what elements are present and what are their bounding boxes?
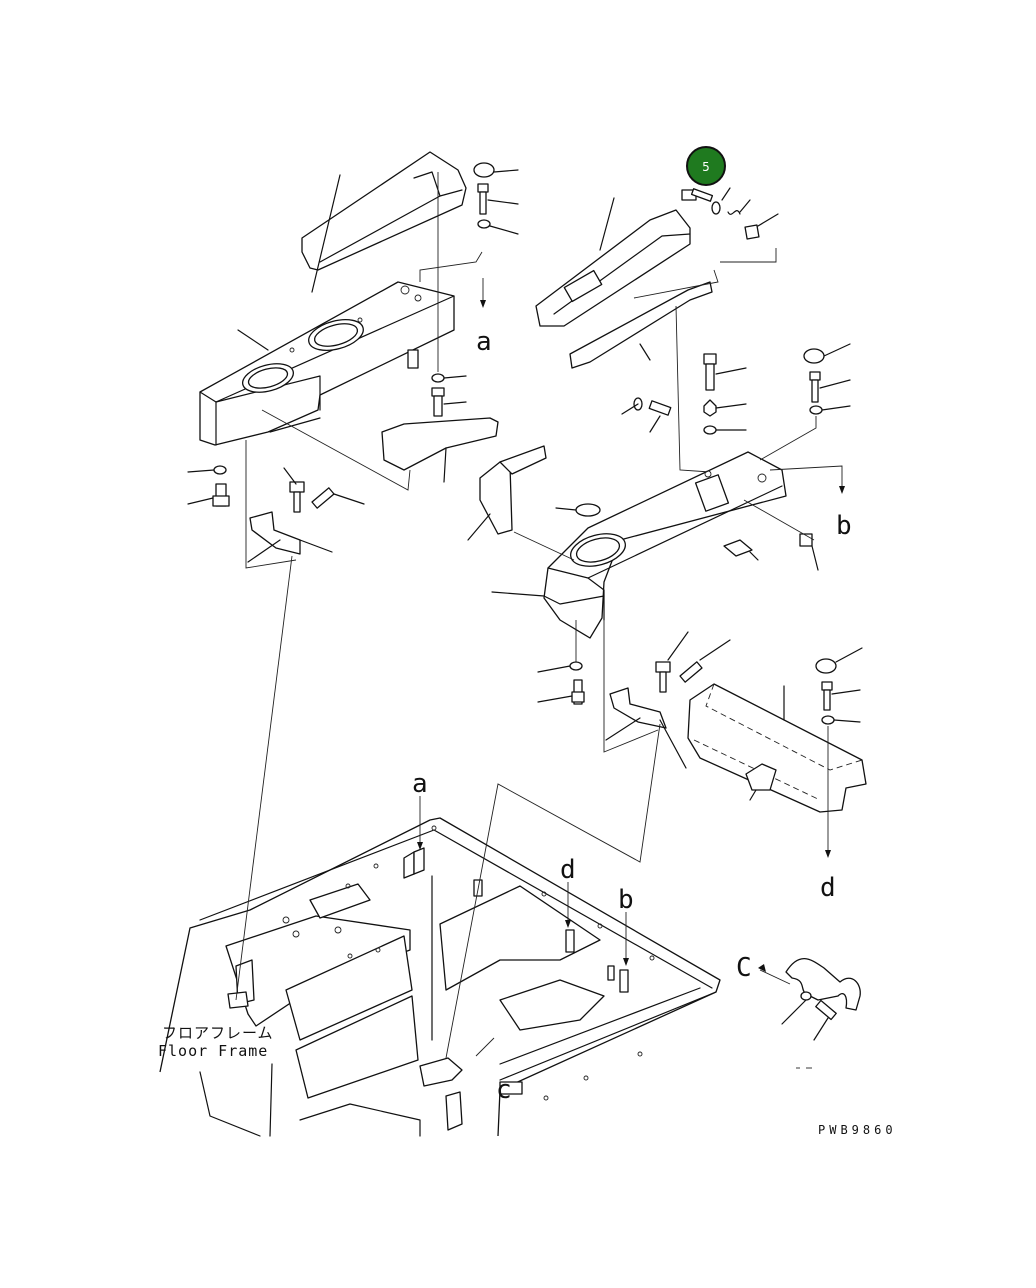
- ref-letter-d-right: d: [820, 873, 836, 903]
- detail-c-part: [758, 958, 861, 1069]
- right-console-lower-hardware: [537, 620, 731, 769]
- right-top-bracket: [569, 248, 777, 473]
- callout-5-circle[interactable]: [686, 146, 726, 186]
- ref-letter-a-floor: a: [412, 769, 428, 799]
- left-console-hardware: [187, 373, 467, 507]
- ref-letter-d-floor: d: [560, 855, 576, 885]
- floor-frame-label-jp: フロアフレーム: [162, 1024, 274, 1042]
- floor-frame-guide-lines: [235, 555, 661, 1059]
- ref-letter-C-detail: C: [736, 953, 752, 983]
- ref-letter-b-right: b: [836, 511, 852, 541]
- right-side-plate: [467, 445, 575, 561]
- left-top-cover: [301, 151, 467, 293]
- floor-frame: [159, 817, 721, 1137]
- floor-frame-label-en: Floor Frame: [158, 1042, 268, 1060]
- ref-letter-a-left: a: [476, 327, 492, 357]
- right-console: [491, 451, 787, 639]
- right-console-hardware: [555, 343, 851, 571]
- left-console: [199, 281, 455, 446]
- callout-5-number[interactable]: 5: [702, 160, 710, 174]
- left-bracket: [247, 417, 499, 563]
- ref-letter-b-floor: b: [618, 885, 634, 915]
- callout-5[interactable]: 5: [686, 146, 726, 186]
- left-top-hardware: [473, 162, 519, 235]
- right-top-cover: [535, 197, 691, 327]
- right-lower-cover: [687, 647, 867, 858]
- drawing-code: PWB9860: [818, 1123, 897, 1137]
- right-top-hardware: [621, 187, 779, 433]
- ref-letter-c-floor: c: [496, 1075, 512, 1105]
- left-console-guide-lines: [245, 172, 486, 569]
